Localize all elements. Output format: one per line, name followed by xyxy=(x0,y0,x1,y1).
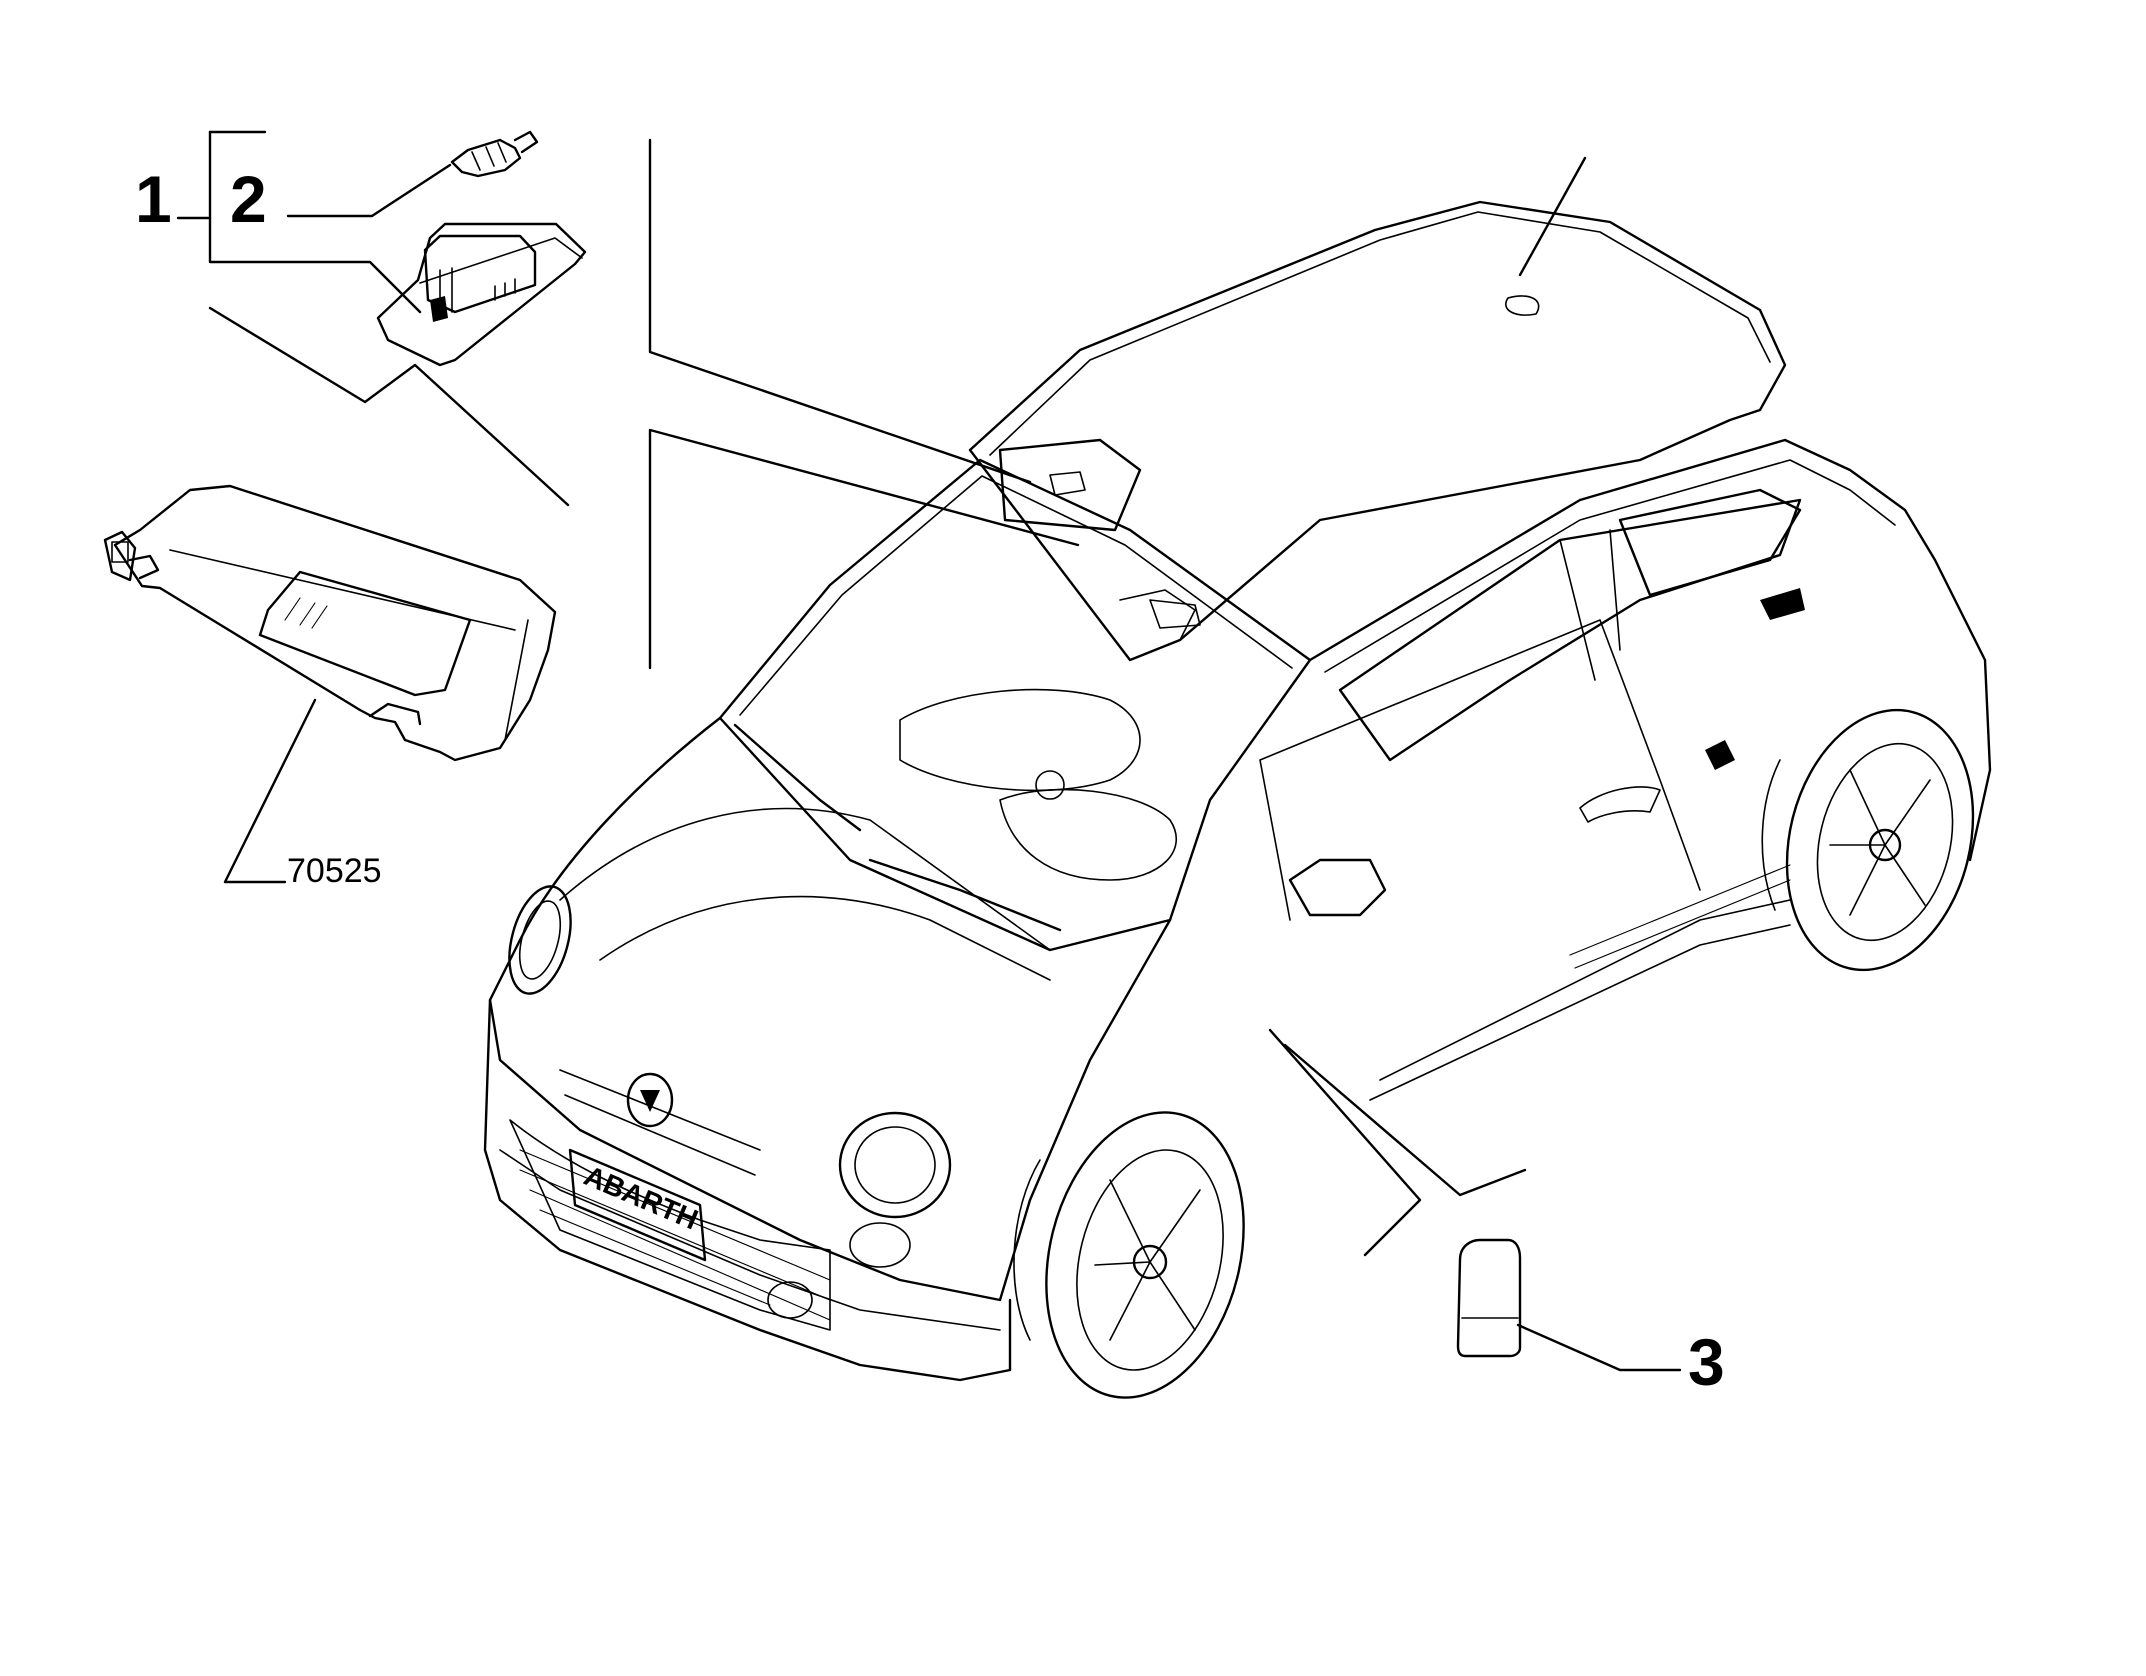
car-body: ABARTH xyxy=(483,156,1992,1382)
callout-3-leader xyxy=(1516,1323,1682,1372)
part-3-leaders xyxy=(1268,1028,1527,1257)
callout-label-2: 2 xyxy=(230,162,267,236)
sun-visor-icon xyxy=(103,306,570,762)
callout-label-1: 1 xyxy=(135,162,172,236)
bulb-cap-icon xyxy=(1456,1238,1522,1358)
callout-label-3: 3 xyxy=(1688,1325,1725,1399)
visor-leader-line xyxy=(223,698,317,884)
courtesy-lamp-icon xyxy=(376,222,587,367)
ref-code-label: 70525 xyxy=(287,852,382,890)
front-wheel-icon xyxy=(1013,1111,1245,1399)
rear-wheel-icon xyxy=(1761,708,1975,972)
callout-1-2-bracket xyxy=(176,130,452,314)
pointer-lines xyxy=(648,138,1080,670)
bulb-icon xyxy=(450,130,539,178)
